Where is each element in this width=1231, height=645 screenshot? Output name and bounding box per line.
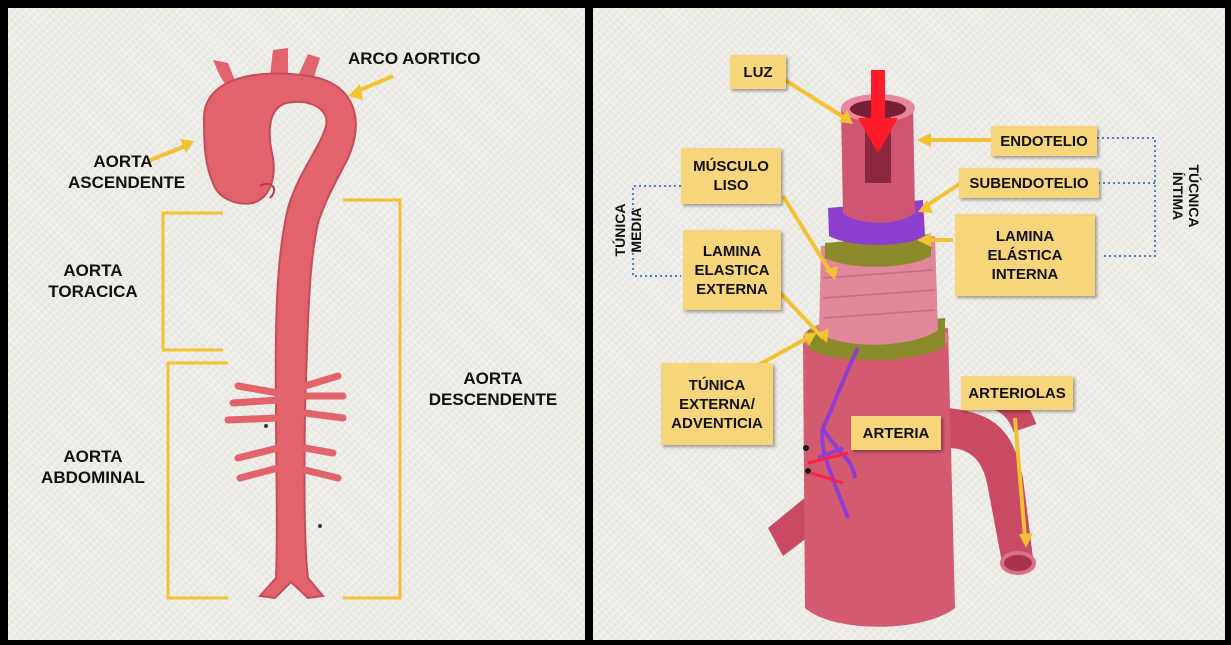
label-line: INTERNA [988,265,1063,284]
abdominal-bracket [168,363,228,598]
label-line: LAMINA [695,242,770,261]
intima-bracket [1097,138,1155,256]
label-tunica-media: TÚNICA MEDIA [612,195,644,265]
artery-diagram [593,8,1225,640]
label-line: LISO [693,176,769,195]
label-arco-aortico: ARCO AORTICO [348,48,481,69]
label-line: AORTA [418,368,568,389]
label-line: MEDIA [628,195,644,265]
label-line: TÚCNICA [1186,151,1202,241]
label-line: DESCENDENTE [418,389,568,410]
thoracic-bracket [163,213,223,350]
label-endotelio: ENDOTELIO [991,126,1097,156]
label-line: ABDOMINAL [33,467,153,488]
label-line: MÚSCULO [693,157,769,176]
label-line: AORTA [33,446,153,467]
label-line: TORACICA [38,281,148,302]
label-line: ELASTICA [695,261,770,280]
vessel-dot [264,424,268,428]
label-line: AORTA [68,151,178,172]
label-luz: LUZ [730,55,786,89]
label-line: EXTERNA [695,280,770,299]
label-aorta-abdominal: AORTA ABDOMINAL [33,446,153,488]
vessel-dot [805,468,811,474]
descending-bracket [343,200,400,598]
vessel-dot [318,524,322,528]
label-line: AORTA [38,260,148,281]
arrow-head [348,84,363,100]
label-line: ÍNTIMA [1170,151,1186,241]
aorta-vessel [204,73,356,598]
label-subendotelio: SUBENDOTELIO [959,168,1099,198]
label-line: ADVENTICIA [671,414,763,433]
aorta-panel: ARCO AORTICO AORTA ASCENDENTE AORTA TORA… [8,8,585,640]
label-aorta-ascendente: AORTA ASCENDENTE [68,151,178,193]
arch-branch [270,48,288,76]
label-line: ASCENDENTE [68,172,178,193]
label-line: LAMINA [988,227,1063,246]
label-aorta-toracica: AORTA TORACICA [38,260,148,302]
label-line: ELÁSTICA [988,246,1063,265]
label-line: TÚNICA [612,195,628,265]
arteriole-opening [1002,553,1034,573]
label-arteriolas: ARTERIOLAS [961,376,1073,410]
label-tunica-intima: TÚCNICA ÍNTIMA [1170,151,1202,241]
aorta-diagram [8,8,585,640]
vessel-dot [803,445,809,451]
label-aorta-descendente: AORTA DESCENDENTE [418,368,568,410]
label-line: EXTERNA/ [671,395,763,414]
label-arteria: ARTERIA [851,416,941,450]
label-line: TÚNICA [671,376,763,395]
